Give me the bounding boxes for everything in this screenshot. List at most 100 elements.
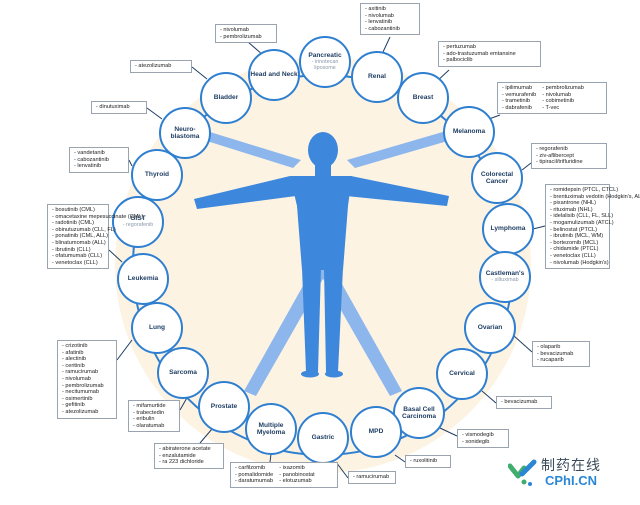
node-melanoma: Melanoma	[443, 106, 495, 158]
connector-prostate	[199, 428, 213, 444]
node-myeloma: Multiple Myeloma	[245, 403, 297, 455]
node-label: Colorectal Cancer	[480, 170, 514, 185]
drug-box-sarcoma: mifamurtidetrabectedineribulinolaratumab	[128, 400, 180, 433]
drug-column: ipilimumabvemurafenibtrametinibdabrafeni…	[502, 85, 536, 111]
drug-item: radotinib (CML)	[52, 220, 105, 227]
drug-item: nivolumab (Hodgkin's)	[550, 260, 608, 267]
drug-item: rituximab (NHL)	[550, 207, 606, 214]
drug-item: trabectedin	[133, 410, 176, 417]
drug-box-neuroblastoma: dinutuximab	[91, 101, 147, 114]
node-label: Neuro- blastoma	[170, 125, 200, 140]
node-label: Basal Cell Carcinoma	[401, 405, 437, 420]
node-thyroid: Thyroid	[131, 149, 183, 201]
connector-basal	[439, 427, 458, 437]
drug-item: alectinib	[62, 356, 113, 363]
drug-column: carfilzomibpomalidomidedaratumumab	[235, 465, 273, 485]
node-breast: Breast	[397, 72, 449, 124]
connector-renal	[382, 36, 391, 53]
node-label: Lymphoma	[490, 225, 526, 233]
node-sublabel: - regorafenib	[122, 222, 154, 229]
vitruvian-figure	[191, 128, 458, 396]
drug-item: olaparib	[537, 344, 586, 351]
node-mpd: MPD	[350, 406, 402, 458]
drug-item: lenvatinib	[74, 163, 125, 170]
drug-item: chidamide (PTCL)	[550, 246, 606, 253]
arm-left	[194, 176, 296, 209]
logo-mark-icon	[508, 459, 537, 486]
drug-box-ovarian: olaparibbevacizumabrucaparib	[532, 341, 590, 367]
drug-item: ziv-aflibercept	[536, 153, 603, 160]
drug-item: brentuximab vedotin (Hodgkin's, ALCL)	[550, 194, 640, 201]
neck	[315, 163, 331, 177]
drug-item: dabrafenib	[502, 105, 536, 112]
drug-item: carfilzomib	[235, 465, 273, 472]
node-label: MPD	[368, 428, 384, 436]
drug-box-thyroid: vandetanibcabozantiniblenvatinib	[69, 147, 129, 173]
foot-right	[325, 370, 343, 378]
connector-gastric	[335, 461, 349, 479]
drug-item: ra 223 dichloride	[159, 459, 220, 466]
drug-item: mifamurtide	[133, 403, 176, 410]
drug-item: ixazomib	[279, 465, 314, 472]
drug-item: nivolumab	[62, 376, 113, 383]
drug-item: bosutinib (CML)	[52, 207, 105, 214]
drug-box-prostate: abiraterone acetateenzalutamidera 223 di…	[154, 443, 224, 469]
node-bladder: Bladder	[200, 72, 252, 124]
connector-bladder	[191, 66, 208, 80]
node-label: Leukemia	[127, 275, 159, 283]
leg-right	[324, 268, 343, 372]
drug-item: ramucirumab	[62, 369, 113, 376]
connector-neuroblastoma	[146, 107, 163, 120]
node-lymphoma: Lymphoma	[482, 203, 534, 255]
node-label: Melanoma	[452, 128, 486, 136]
cphi-logo: 制药在线 CPhI.CN	[508, 453, 636, 493]
drug-item: enzalutamide	[159, 453, 220, 460]
node-label: Sarcoma	[169, 369, 197, 377]
drug-item: vemurafenib	[502, 92, 536, 99]
node-label: Prostate	[210, 403, 238, 411]
node-label: Gastric	[311, 434, 335, 442]
drug-item: mogamulizumab (ATCL)	[550, 220, 613, 227]
drug-item: dinutuximab	[96, 104, 143, 111]
drug-item: ramucirumab	[353, 474, 392, 481]
node-label: Ovarian	[477, 324, 503, 332]
arm-right	[346, 176, 449, 206]
drug-item: panobinostat	[279, 472, 315, 479]
drug-item: ceritinib	[62, 363, 113, 370]
node-headneck: Head and Neck	[248, 49, 300, 101]
drug-box-colorectal: regorafenibziv-aflibercepttipiracil/trif…	[531, 143, 607, 169]
drug-item: nivolumab	[220, 27, 273, 34]
drug-item: ibrutinib (MCL, WM)	[550, 233, 606, 240]
drug-item: olaratumab	[133, 423, 176, 430]
node-sublabel: - siltuximab	[491, 277, 519, 284]
drug-box-gastric: ramucirumab	[348, 471, 396, 484]
drug-box-renal: axitinibnivolumablenvatinibcabozantinib	[360, 3, 420, 36]
drug-box-melanoma: ipilimumabvemurafenibtrametinibdabrafeni…	[497, 82, 607, 115]
node-neuroblastoma: Neuro- blastoma	[159, 107, 211, 159]
drug-item: cobimetinib	[542, 98, 584, 105]
drug-item: pembrolizumab	[220, 34, 273, 41]
drug-item: bortezomib (MCL)	[550, 240, 606, 247]
drug-item: ponatinib (CML, ALL)	[52, 233, 108, 240]
drug-item: omacetaxine mepesuccinate (CML)	[52, 214, 143, 221]
drug-item: gefitinib	[62, 402, 113, 409]
leg-left	[302, 268, 321, 372]
head	[308, 132, 338, 168]
drug-item: lenvatinib	[365, 19, 416, 26]
node-pancreatic: Pancreatic- irinotecan liposome	[299, 36, 351, 88]
logo-chinese-name: 制药在线	[541, 457, 601, 473]
drug-item: atezolizumab	[62, 409, 113, 416]
drug-item: nivolumab	[542, 92, 584, 99]
drug-item: rucaparib	[537, 357, 586, 364]
node-gist: GIST- regorafenib	[112, 196, 164, 248]
drug-item: ipilimumab	[502, 85, 536, 92]
node-label: Renal	[368, 73, 386, 81]
drug-item: eribulin	[133, 416, 176, 423]
drug-box-breast: pertuzumabado-trastuzumab emtansinepalbo…	[438, 41, 541, 67]
node-label: Breast	[412, 94, 434, 102]
node-label: Cervical	[449, 370, 475, 378]
drug-item: abiraterone acetate	[159, 446, 220, 453]
drug-item: daratumumab	[235, 478, 273, 485]
